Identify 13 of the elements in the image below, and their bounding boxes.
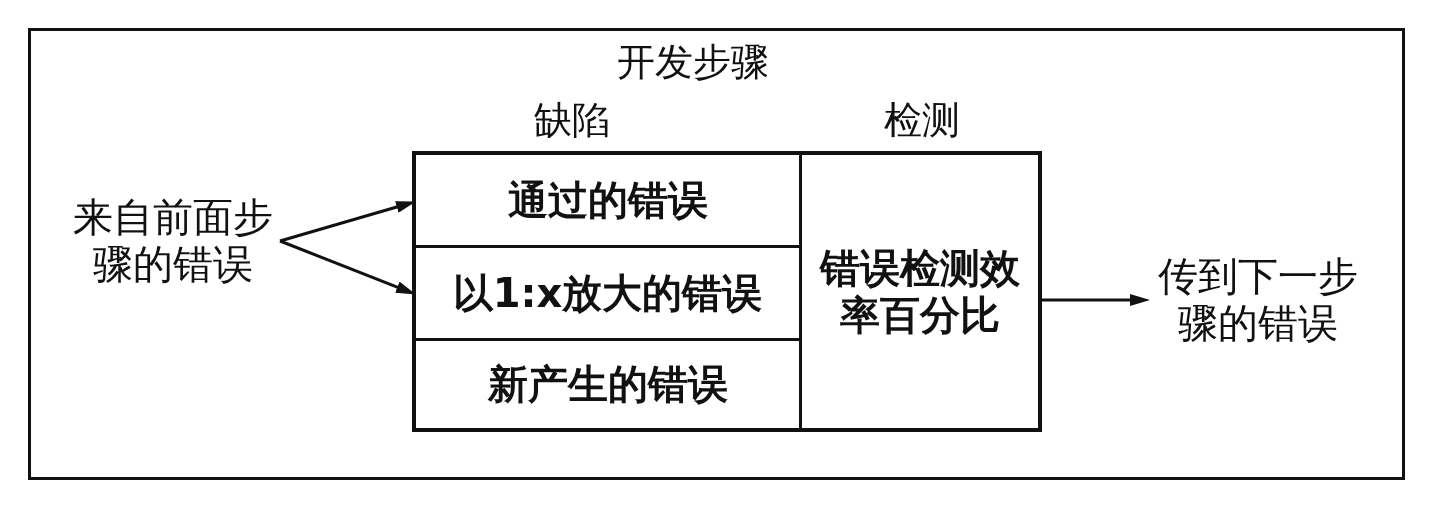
cell-text: 通过的错误 xyxy=(507,176,708,224)
cell-text: 新产生的错误 xyxy=(487,361,728,408)
cell-text: 错误检测效率百分比 xyxy=(818,244,1021,339)
flow-text: 来自前面步骤的错误 xyxy=(65,194,280,288)
table-cell xyxy=(416,155,802,248)
flow-text: 传到下一步骤的错误 xyxy=(1150,253,1365,347)
frame-box xyxy=(28,28,1405,480)
column-heading: 缺陷 xyxy=(534,97,610,143)
table-box xyxy=(412,151,1042,432)
frame-title: 开发步骤 xyxy=(617,39,769,85)
table-cell xyxy=(416,248,802,341)
cell-text: 以1:x放大的错误 xyxy=(452,269,763,317)
column-heading: 检测 xyxy=(884,97,960,143)
